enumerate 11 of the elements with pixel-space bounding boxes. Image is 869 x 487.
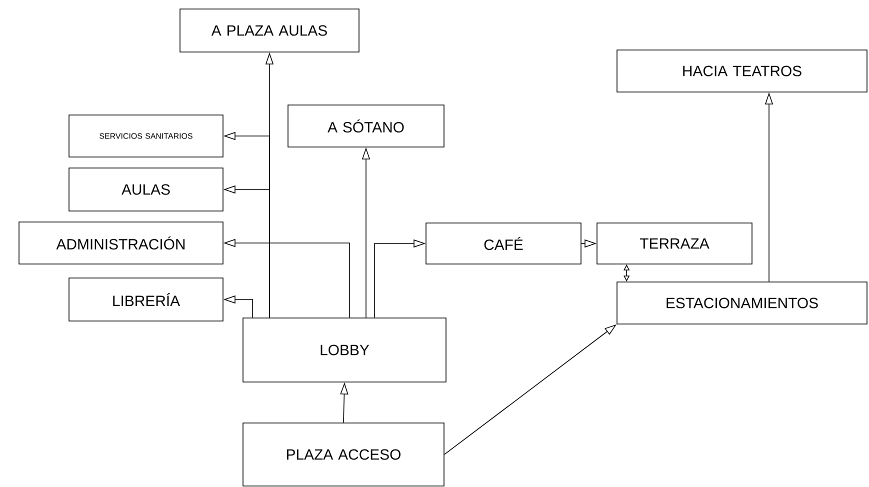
place-box: LOBBY [242,318,446,382]
place-box: PLAZA ACCESO [242,422,444,486]
place-box: LIBRERÍA [68,278,224,322]
place-box: A SÓTANO [288,104,444,148]
place-box: CAFÉ [426,222,582,264]
place-box: HACIA TEATROS [616,50,868,92]
place-box: ADMINISTRACIÓN [18,222,224,264]
place-box: ESTACIONAMIENTOS [616,282,868,324]
place-box: A PLAZA AULAS [180,8,360,52]
place-box: TERRAZA [596,222,752,264]
place-box: AULAS [68,168,224,212]
